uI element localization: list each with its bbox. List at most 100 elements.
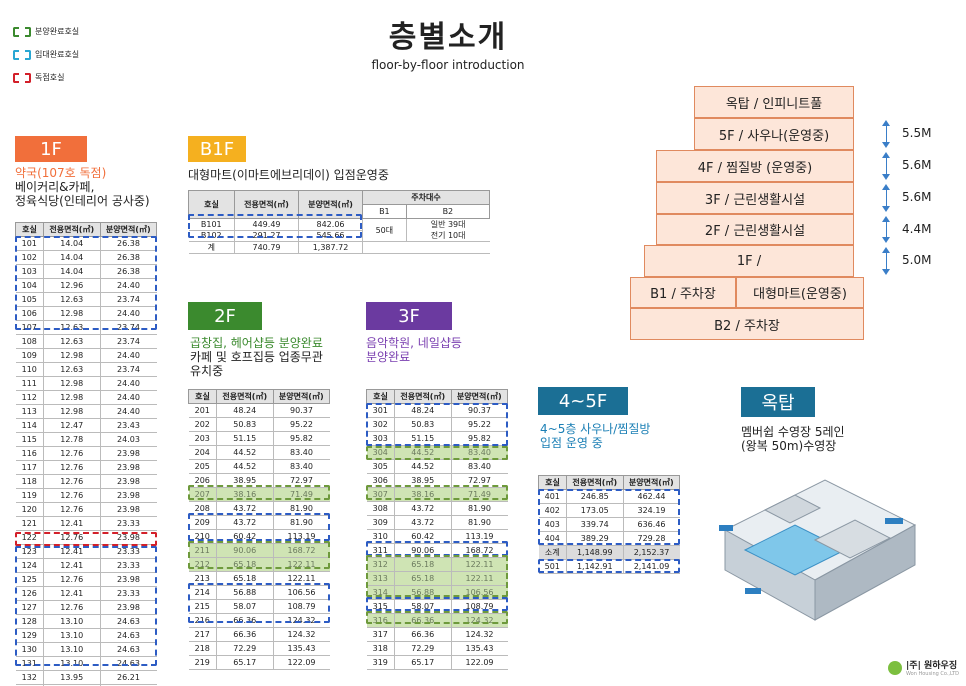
cell: 304	[366, 445, 395, 460]
cell: 26.38	[99, 236, 157, 251]
f3-line2: 분양완료	[366, 350, 411, 364]
cell: 12.98	[43, 390, 100, 405]
cell: 310	[366, 529, 395, 544]
col-header: B1	[362, 204, 407, 219]
cell: 636.46	[622, 517, 680, 532]
f1-line3: 정육식당(인테리어 공사중)	[15, 194, 150, 208]
logo-sub: Won Housing Co.,LTD	[906, 671, 960, 677]
cell: 12.63	[43, 334, 100, 349]
floor-badge-roof: 옥탑	[741, 387, 815, 417]
cell: 201	[188, 403, 217, 418]
cell: 12.41	[43, 516, 100, 531]
floor-badge-4-5f: 4~5F	[538, 387, 628, 415]
cell: 65.17	[394, 655, 451, 670]
cell: 291.27	[234, 230, 299, 242]
cell: 114	[15, 418, 44, 433]
f45-line1: 4~5층 사우나/찜질방	[540, 422, 651, 436]
building-floor-4f: 4F / 찜질방 (운영중)	[656, 150, 854, 182]
cell: 23.33	[99, 544, 157, 559]
cell: 842.06	[298, 218, 363, 231]
height-label: 5.6M	[902, 158, 932, 172]
f1-description: 약국(107호 독점) 베이커리&카페, 정육식당(인테리어 공사중)	[15, 166, 185, 208]
page-title: 층별소개	[388, 20, 508, 55]
cell: 106.56	[272, 585, 330, 600]
cell: 26.21	[99, 684, 157, 686]
table-header-row: 호실 전용면적(㎡) 분양면적(㎡)	[366, 389, 508, 404]
cell: 58.07	[216, 599, 273, 614]
cell: 12.76	[43, 474, 100, 489]
col-header: 분양면적(㎡)	[272, 389, 330, 404]
cell: 14.04	[43, 250, 100, 265]
cell: 12.63	[43, 362, 100, 377]
cell: 122.09	[272, 655, 330, 670]
cell: 319	[366, 655, 395, 670]
cell: 24.40	[99, 306, 157, 321]
cell: 24.40	[99, 348, 157, 363]
legend-label: 독점호실	[35, 73, 65, 82]
cell: 24.40	[99, 278, 157, 293]
arrow-down-icon	[882, 237, 890, 243]
col-header: 주차대수	[362, 190, 490, 205]
col-header: 분양면적(㎡)	[298, 190, 363, 219]
cell: 24.63	[99, 642, 157, 657]
cell: 214	[188, 585, 217, 600]
cell: 123	[15, 544, 44, 559]
cell: 71.49	[272, 487, 330, 502]
col-header: 호실	[188, 389, 217, 404]
cell: 120	[15, 502, 44, 517]
cell: 313	[366, 571, 395, 586]
logo-name: |주| 원하우징	[906, 661, 958, 671]
cell: 48.24	[394, 403, 451, 418]
roof-line2: (왕복 50m)수영장	[741, 439, 837, 453]
cell: 117	[15, 460, 44, 475]
cell: 13.10	[43, 628, 100, 643]
cell: 122.11	[450, 571, 508, 586]
f1-line1: 약국(107호 독점)	[15, 166, 107, 180]
col-header: 전용면적(㎡)	[394, 389, 452, 404]
cell: 215	[188, 599, 217, 614]
col-header: 호실	[366, 389, 395, 404]
cell: 12.76	[43, 488, 100, 503]
cell: 44.52	[394, 459, 451, 474]
cell: 12.76	[43, 572, 100, 587]
cell: 12.76	[43, 446, 100, 461]
legend-swatch-exclusive	[13, 72, 31, 83]
cell: 168.72	[450, 543, 508, 558]
cell: 95.22	[450, 417, 508, 432]
roof-line1: 멤버쉽 수영장 5레인	[741, 425, 845, 439]
cell: 12.98	[43, 376, 100, 391]
arrow-down-icon	[882, 142, 890, 148]
cell: 12.41	[43, 544, 100, 559]
cell: 23.98	[99, 460, 157, 475]
cell: 66.36	[216, 613, 273, 628]
cell: 2,141.09	[622, 559, 680, 574]
cell: 125	[15, 572, 44, 587]
legend: 분양완료호실 임대완료호실 독점호실	[13, 20, 79, 89]
cell: 501	[538, 559, 567, 574]
cell: 81.90	[450, 501, 508, 516]
cell: 389.29	[566, 531, 623, 546]
cell: 740.79	[234, 241, 299, 254]
cell: 12.41	[43, 586, 100, 601]
cell: 122	[15, 530, 44, 545]
f45-description: 4~5층 사우나/찜질방 입점 운영 중	[540, 422, 710, 450]
arrow-up-icon	[882, 120, 890, 126]
cell: 122.09	[450, 655, 508, 670]
cell: 56.88	[216, 585, 273, 600]
height-label: 5.0M	[902, 253, 932, 267]
cell: 50.83	[216, 417, 273, 432]
